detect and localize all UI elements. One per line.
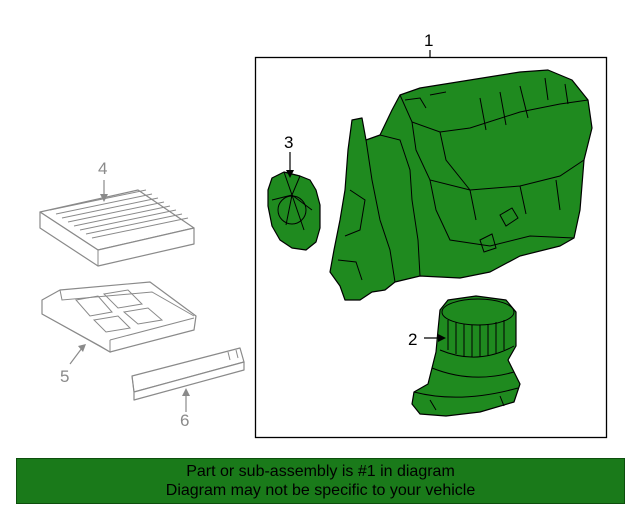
callout-4-label: 4 xyxy=(98,159,107,178)
hvac-housing-part[interactable] xyxy=(329,69,593,301)
diagram-disclaimer-banner: Part or sub-assembly is #1 in diagram Di… xyxy=(16,458,625,504)
callout-6-arrowhead xyxy=(182,388,190,396)
callout-1-label: 1 xyxy=(424,31,433,50)
callout-3-label: 3 xyxy=(284,133,293,152)
callout-4-arrowhead xyxy=(100,194,108,202)
banner-line-2: Diagram may not be specific to your vehi… xyxy=(165,482,476,499)
callout-3-arrowhead xyxy=(286,170,294,178)
banner-line-1: Part or sub-assembly is #1 in diagram xyxy=(186,463,455,480)
callout-6-label: 6 xyxy=(180,411,189,430)
callout-2-arrowhead xyxy=(438,334,446,342)
parts-diagram: 1 2 3 4 5 6 xyxy=(39,31,608,439)
cabin-filter-part[interactable] xyxy=(39,189,195,267)
callout-2-label: 2 xyxy=(408,330,417,349)
assembly-1-frame xyxy=(254,56,608,439)
filter-tray-part[interactable] xyxy=(41,281,197,353)
blower-motor-part[interactable] xyxy=(411,295,521,417)
seal-strip-part[interactable] xyxy=(131,347,245,401)
callout-5-leader xyxy=(69,347,83,365)
damper-part[interactable] xyxy=(267,171,321,251)
callout-5-arrowhead xyxy=(78,344,86,352)
callout-5-label: 5 xyxy=(60,367,69,386)
